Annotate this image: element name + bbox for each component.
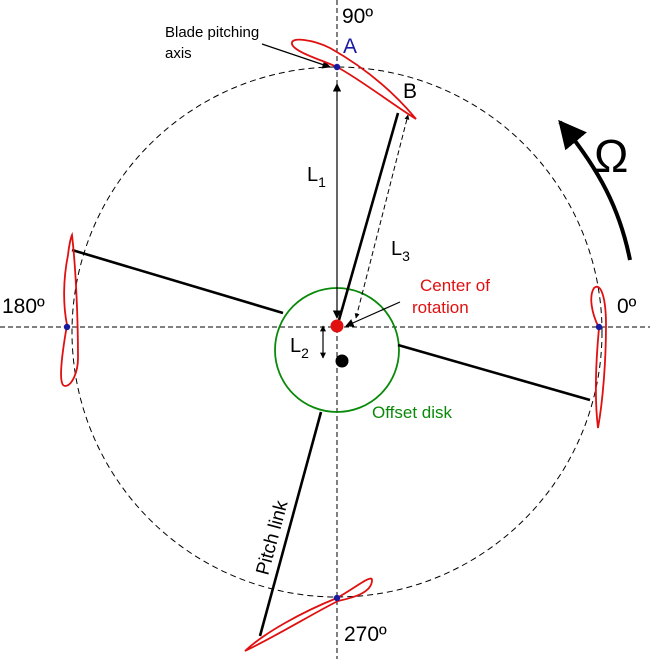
angle-270-label: 270º [344,623,387,646]
pitch-axis-dot-left [63,323,71,331]
l3-label: L3 [391,238,410,264]
angle-90-label: 90º [342,5,373,28]
blade-bottom [244,577,373,652]
offset-disk-label: Offset disk [372,403,452,422]
l3-arrow [354,114,410,319]
blade-axis-pointer [261,43,331,69]
arm-to-b [337,112,400,321]
angle-0-label: 0º [617,295,637,318]
center-rotation-pointer [345,301,401,327]
offset-point-dot [335,354,349,368]
rotor-path-circle [71,66,603,598]
pitch-axis-dot-bottom [333,594,341,602]
center-of-rotation-label: Center of rotation [412,276,495,317]
pitch-axis-dot-top [333,63,341,71]
blade-top [291,38,417,120]
center-of-rotation-dot [330,319,344,333]
blade-left [60,231,79,387]
arm-to-left-blade [71,248,284,315]
omega-label: Ω [594,130,628,182]
l1-label: L1 [307,164,326,190]
arm-to-right-blade [397,343,591,402]
blade-right [590,285,607,429]
pitch-axis-dot-right [595,323,603,331]
omega-rotation-arrow [558,119,632,261]
point-a-label: A [343,35,357,58]
angle-180-label: 180º [2,295,45,318]
pitch-link-arm [258,411,323,637]
l2-label: L2 [290,335,309,361]
point-b-label: B [403,80,417,103]
blade-pitching-axis-label: Blade pitching axis [165,24,263,62]
